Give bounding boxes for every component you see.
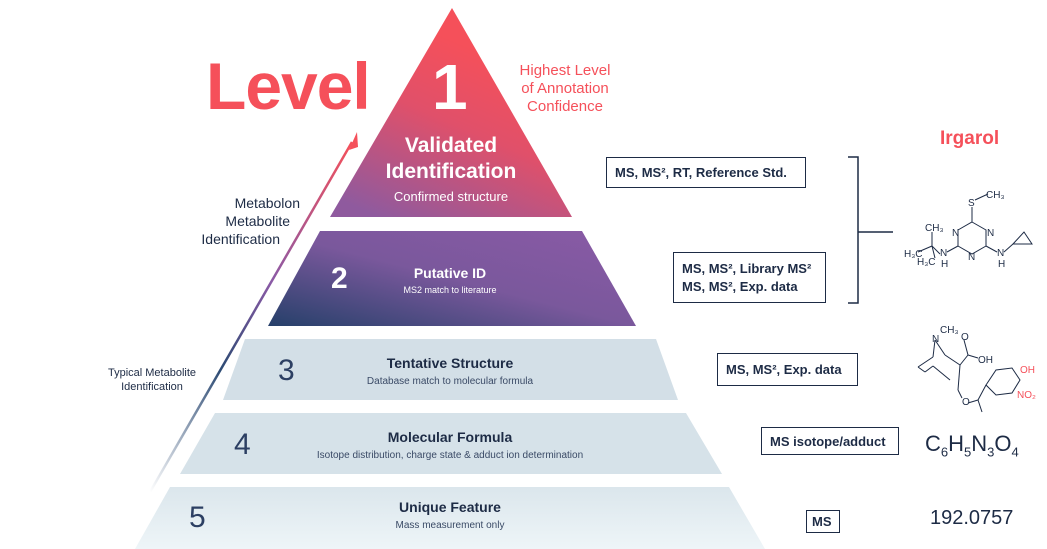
- tier-3-number: 3: [278, 354, 295, 387]
- svg-text:H₃C: H₃C: [904, 249, 923, 260]
- tier3-structure: [917, 339, 1021, 413]
- tier-5-title: Unique Feature: [399, 499, 501, 515]
- confidence-note-line: Highest Level: [519, 62, 611, 79]
- tier-3-title: Tentative Structure: [386, 355, 514, 371]
- svg-text:H₃C: H₃C: [917, 257, 936, 268]
- svg-text:O: O: [961, 332, 969, 343]
- svg-text:N: N: [932, 334, 939, 345]
- tier-2-title: Putative ID: [413, 265, 487, 281]
- svg-text:NO₂: NO₂: [1017, 390, 1036, 401]
- level-heading: Level: [206, 49, 371, 123]
- formula-n-count: 3: [987, 444, 995, 460]
- svg-text:OH: OH: [978, 355, 993, 366]
- evidence-line: MS: [812, 514, 832, 529]
- tier-5-subtitle: Mass measurement only: [395, 520, 505, 531]
- arrow-head-icon: [349, 132, 358, 150]
- svg-text:CH₃: CH₃: [940, 325, 959, 336]
- tier-1-evidence-box: MS, MS², RT, Reference Std.: [606, 157, 806, 188]
- tier-2-shape: [268, 231, 636, 326]
- confidence-note: Highest Level of Annotation Confidence: [500, 62, 630, 116]
- formula-h-count: 5: [964, 444, 972, 460]
- typical-label-line: Identification: [121, 381, 183, 393]
- bracket: [848, 156, 859, 304]
- arrow-label-line: Metabolon: [234, 195, 300, 211]
- tier-1-shape: [330, 8, 572, 217]
- tier-4-evidence-box: MS isotope/adduct: [761, 427, 899, 455]
- tier3-atom-labels: N CH₃ O OH O OH NO₂: [932, 325, 1036, 408]
- tier-5-shape: [135, 487, 765, 549]
- evidence-line: MS isotope/adduct: [770, 433, 886, 449]
- tier-1-title-line: Validated: [404, 134, 498, 157]
- mass-value: 192.0757: [930, 507, 1014, 529]
- tier-4-number: 4: [234, 428, 251, 461]
- tier-4-title: Molecular Formula: [387, 429, 513, 445]
- svg-text:OH: OH: [1020, 365, 1035, 376]
- evidence-line: MS, MS², Exp. data: [726, 362, 842, 377]
- svg-text:CH₃: CH₃: [925, 223, 944, 234]
- svg-text:N: N: [987, 228, 994, 239]
- tier-5-evidence-box: MS: [806, 510, 840, 533]
- molecular-formula: C6H5N3O4: [925, 431, 1019, 460]
- svg-text:H: H: [941, 259, 948, 270]
- tier-2-number: 2: [331, 262, 348, 295]
- formula-c-count: 6: [940, 444, 949, 460]
- evidence-line: MS, MS², Library MS²: [682, 260, 812, 276]
- svg-text:N: N: [968, 252, 975, 263]
- irgarol-structure: [917, 193, 1033, 259]
- tier-4-shape: [180, 413, 722, 474]
- svg-text:S: S: [968, 198, 975, 209]
- svg-text:N: N: [940, 248, 947, 259]
- irgarol-atom-labels: S CH₃ N N N CH₃ H₃C H₃C N H N H: [904, 190, 1005, 270]
- svg-text:H: H: [998, 259, 1005, 270]
- svg-text:N: N: [952, 228, 959, 239]
- tier-3-subtitle: Database match to molecular formula: [366, 376, 534, 387]
- tier-1-number: 1: [432, 51, 468, 123]
- evidence-line: MS, MS², RT, Reference Std.: [615, 165, 787, 180]
- typical-label: Typical Metabolite Identification: [96, 366, 208, 394]
- tier-1-title-line: Identification: [385, 160, 517, 183]
- tier-1-title: Validated Identification: [340, 133, 562, 185]
- tier-3-evidence-box: MS, MS², Exp. data: [717, 353, 858, 386]
- arrow-label-line: Identification: [201, 231, 280, 247]
- tier-2-subtitle: MS2 match to literature: [403, 285, 497, 295]
- tier-1-subtitle: Confirmed structure: [393, 189, 509, 204]
- arrow-label: Metabolon Metabolite Identification: [150, 194, 300, 248]
- typical-label-line: Typical Metabolite: [107, 367, 197, 379]
- tier-3-shape: [223, 339, 678, 400]
- svg-text:CH₃: CH₃: [986, 190, 1005, 201]
- tier-2-evidence-box: MS, MS², Library MS² MS, MS², Exp. data: [673, 252, 826, 303]
- evidence-line: MS, MS², Exp. data: [682, 278, 798, 294]
- formula-o-count: 4: [1011, 444, 1019, 460]
- confidence-note-line: Confidence: [527, 98, 603, 115]
- arrow-label-line: Metabolite: [225, 213, 290, 229]
- svg-text:O: O: [962, 397, 970, 408]
- confidence-note-line: of Annotation: [521, 80, 609, 97]
- tier-4-subtitle: Isotope distribution, charge state & add…: [316, 450, 584, 461]
- tier-5-number: 5: [189, 501, 206, 534]
- irgarol-label: Irgarol: [940, 128, 1000, 149]
- svg-text:N: N: [997, 248, 1004, 259]
- confidence-arrow: [148, 141, 354, 493]
